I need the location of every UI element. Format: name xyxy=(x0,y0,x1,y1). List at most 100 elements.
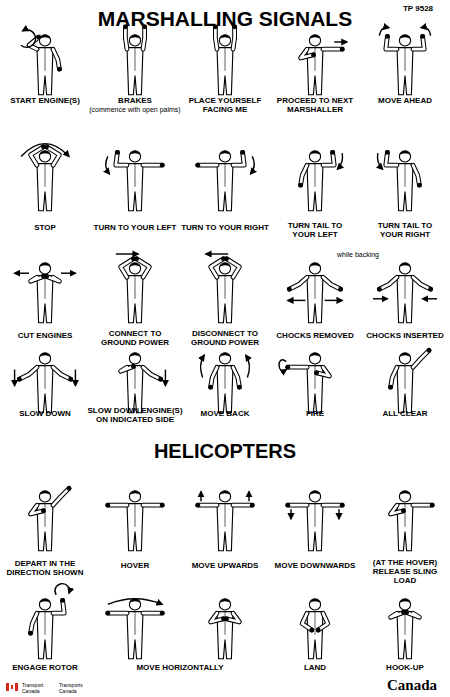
figure-hair xyxy=(219,151,230,155)
figure-zip xyxy=(135,504,136,527)
figure-arm-outline xyxy=(233,27,235,49)
figure-zip xyxy=(225,612,226,635)
signal-label: TURN TAIL TO YOUR LEFT xyxy=(279,222,351,240)
figure-hand xyxy=(311,52,316,57)
figure-body xyxy=(307,276,323,323)
motion-arrow xyxy=(334,41,347,42)
figure-zip xyxy=(45,164,46,187)
figure-arm xyxy=(215,27,217,49)
figure-body xyxy=(307,164,323,211)
figure-head xyxy=(39,151,50,162)
marshaller-figure xyxy=(391,491,435,551)
figure-hair xyxy=(399,35,410,39)
footer-text: Canada xyxy=(379,677,445,694)
figure-arm-outline xyxy=(391,367,397,387)
figure-head xyxy=(219,599,230,610)
marshaller-figure xyxy=(206,254,240,323)
marshaller-figure xyxy=(201,353,250,413)
figure-hair xyxy=(399,353,410,357)
figure-head xyxy=(39,491,50,502)
signal-label: MOVE UPWARDS xyxy=(181,562,269,571)
figure-arm xyxy=(137,259,150,277)
figure-body xyxy=(37,366,53,413)
figure-head xyxy=(129,353,140,364)
figure-head xyxy=(309,491,320,502)
figure-arm-outline xyxy=(19,367,37,379)
figure-head xyxy=(39,353,50,364)
signal-label: MOVE AHEAD xyxy=(361,97,449,106)
figure-head xyxy=(39,263,50,274)
figure-arm xyxy=(108,612,127,615)
figure-hand xyxy=(385,34,390,39)
figure-hand xyxy=(160,503,165,508)
figure-body xyxy=(217,164,233,211)
figure-arm-outline xyxy=(413,277,431,289)
marshaller-figure xyxy=(211,599,240,659)
figure-zip xyxy=(315,366,316,389)
figure-hand xyxy=(44,144,49,149)
figure-arm-outline xyxy=(143,503,162,508)
figure-head xyxy=(309,353,320,364)
figure-hair xyxy=(219,263,230,267)
figure-arm xyxy=(53,49,59,69)
marshaller-figure xyxy=(123,24,147,94)
figure-hand xyxy=(309,628,314,633)
figure-arm xyxy=(198,164,217,167)
figure-zip xyxy=(405,504,406,527)
figure-arm xyxy=(233,504,252,507)
figure-zip xyxy=(135,612,136,635)
motion-arrow xyxy=(75,370,76,386)
figure-arm-outline xyxy=(288,503,307,508)
figure-arm-outline xyxy=(143,611,162,616)
figure-hand xyxy=(224,616,229,621)
figure-arm-outline xyxy=(198,163,217,168)
signal-label: FIRE xyxy=(271,410,359,419)
figure-zip xyxy=(405,164,406,187)
figure-arm-outline xyxy=(233,503,252,508)
figure-hair xyxy=(309,35,320,39)
figure-arm xyxy=(143,27,145,49)
figure-hand xyxy=(115,150,120,155)
figure-arm xyxy=(413,165,419,185)
figure-hair xyxy=(129,353,140,357)
figure-arm-outline xyxy=(211,259,224,277)
figure-head xyxy=(309,151,320,162)
figure-hand xyxy=(131,364,136,369)
figure-head xyxy=(219,35,230,46)
figure-hand xyxy=(208,385,213,390)
figure-arm xyxy=(289,277,307,289)
signal-label: LAND xyxy=(271,664,359,673)
figure-arm-outline xyxy=(302,613,312,630)
figure-hair xyxy=(39,263,50,267)
figure-arm xyxy=(391,367,397,387)
motion-arrow xyxy=(379,27,389,35)
figure-body xyxy=(307,612,323,659)
poster-title: MARSHALLING SIGNALS xyxy=(0,7,450,30)
figure-hand xyxy=(385,150,390,155)
figure-body xyxy=(127,164,143,211)
figure-arm-outline xyxy=(108,503,127,508)
figure-arm-outline xyxy=(198,503,217,508)
signal-label: MOVE BACK xyxy=(181,410,269,419)
figure-zip xyxy=(315,504,316,527)
signal-label: CUT ENGINES xyxy=(1,332,89,341)
figure-body xyxy=(127,48,143,95)
figure-head xyxy=(129,151,140,162)
figure-hair xyxy=(39,35,50,39)
figure-hand xyxy=(105,503,110,508)
figure-head xyxy=(399,599,410,610)
figure-head xyxy=(129,263,140,274)
figure-head xyxy=(399,263,410,274)
figure-hair xyxy=(309,353,320,357)
figure-arm xyxy=(323,277,341,289)
figure-hair xyxy=(219,353,230,357)
figure-arm-outline xyxy=(323,47,342,52)
figure-arm xyxy=(31,613,37,633)
figure-arm-outline xyxy=(53,367,71,379)
figure-arm-outline xyxy=(137,259,150,277)
figure-hair xyxy=(129,263,140,267)
figure-arm-outline xyxy=(323,277,341,289)
figure-body xyxy=(397,612,413,659)
figure-hand xyxy=(430,503,435,508)
figure-hand xyxy=(237,385,242,390)
